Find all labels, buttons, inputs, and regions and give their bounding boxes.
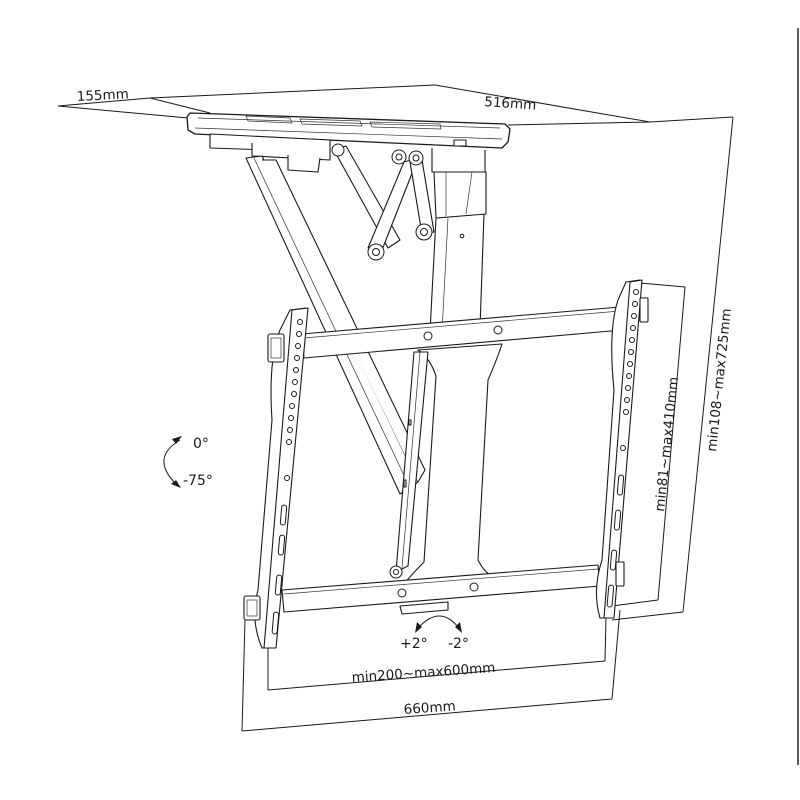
dim-vesa-vertical: min81~max410mm <box>652 376 682 512</box>
left-vesa-strip <box>243 307 309 649</box>
swivel-indicator <box>415 615 462 633</box>
ceiling-plate <box>186 112 511 173</box>
folding-arms <box>245 143 487 495</box>
swivel-left-label: +2° <box>400 636 428 652</box>
tilt-lower-label: -75° <box>183 473 213 489</box>
dim-depth-top: 155mm <box>76 86 129 105</box>
dim-width-top: 516mm <box>484 94 537 114</box>
right-vesa-strip <box>595 279 649 619</box>
dim-overall-width: 660mm <box>403 698 456 718</box>
center-plate <box>389 343 503 585</box>
dim-height-range: min108~max725mm <box>704 308 735 453</box>
vertical-tilt-indicator <box>163 436 182 488</box>
dim-vesa-horizontal: min200~max600mm <box>351 660 496 686</box>
dimension-lines <box>57 84 734 732</box>
tilt-upper-label: 0° <box>193 436 209 452</box>
swivel-right-label: -2° <box>448 636 469 652</box>
